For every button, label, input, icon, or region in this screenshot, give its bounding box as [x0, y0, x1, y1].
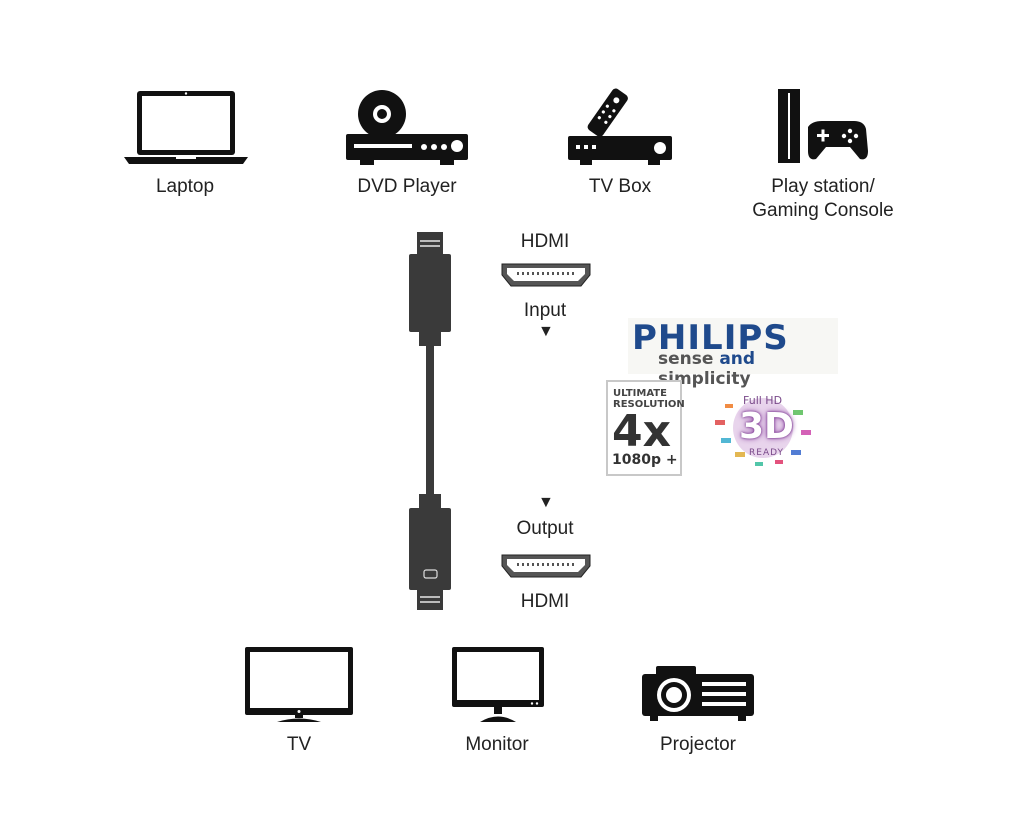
source-label-tv-box: TV Box [588, 176, 652, 197]
output-label: Output [516, 518, 574, 539]
3d-big-label: 3D [739, 406, 794, 447]
philips-logo: PHILIPS sense and simplicity [628, 318, 838, 389]
ultimate-resolution-badge: ULTIMATE RESOLUTION 4x 1080p + [606, 380, 685, 476]
tagline-and: and [719, 349, 756, 369]
input-arrow-icon: ▼ [538, 323, 554, 340]
hdmi-port-output-icon [501, 554, 591, 578]
game-console-label-text: Play station/ Gaming Console [752, 176, 894, 221]
projector-icon [642, 666, 754, 721]
laptop-icon [124, 91, 248, 164]
dvd-player-icon [346, 90, 468, 165]
output-arrow-icon: ▼ [538, 494, 554, 511]
full-hd-3d-badge: Full HD 3D READY [705, 380, 820, 475]
tagline-pre: sense [658, 349, 720, 369]
ultimate-res: 1080p + [612, 452, 678, 468]
tv-box-icon [568, 88, 672, 165]
3d-top-label: Full HD [743, 394, 783, 407]
input-label: Input [523, 300, 567, 321]
display-label-projector: Projector [659, 734, 737, 755]
display-label-tv: TV [286, 734, 312, 755]
monitor-icon [452, 647, 544, 722]
source-label-dvd-player: DVD Player [357, 176, 457, 197]
hdmi-cable [409, 232, 451, 610]
hdmi-port-input-icon [501, 263, 591, 287]
3d-ready-label: READY [749, 448, 785, 458]
display-label-monitor: Monitor [465, 734, 529, 755]
ultimate-line2: RESOLUTION [613, 399, 685, 410]
3d-burst-icon [715, 398, 811, 466]
source-label-laptop: Laptop [155, 176, 215, 197]
hdmi-top-label: HDMI [520, 231, 570, 252]
ultimate-line1: ULTIMATE [613, 388, 667, 399]
hdmi-bottom-label: HDMI [520, 591, 570, 612]
philips-brand: PHILIPS [632, 318, 789, 358]
source-label-game-console: Play station/ Gaming Console [733, 175, 913, 223]
game-console-icon [778, 89, 868, 163]
ultimate-big: 4x [612, 406, 671, 457]
tv-icon [245, 647, 353, 722]
